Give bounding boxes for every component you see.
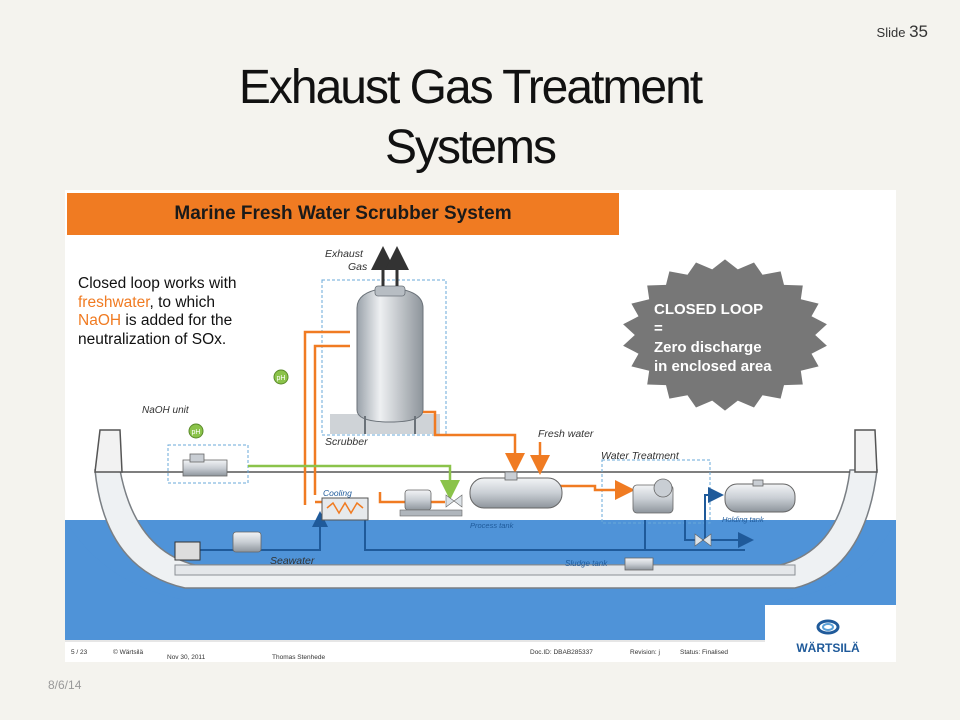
label-water-treatment: Water Treatment <box>601 450 680 462</box>
process-tank-nozzle <box>504 471 518 481</box>
footer-page: 5 / 23 <box>71 649 88 656</box>
badge-line1: CLOSED LOOP <box>654 301 764 318</box>
valve-icon <box>445 494 463 508</box>
footer-status: Status: Finalised <box>680 649 728 656</box>
slide-title-line1: Exhaust Gas Treatment <box>238 61 703 114</box>
label-seawater: Seawater <box>270 555 315 567</box>
stern-structure <box>94 429 123 473</box>
slide-title-line2: Systems <box>384 121 557 174</box>
orange-pipe-cooling-loop <box>378 492 410 504</box>
orange-pipe-scrubber-in <box>303 330 350 505</box>
water-treatment-dashed-box <box>601 459 711 524</box>
footer-copyright: © Wärtsilä <box>113 648 143 656</box>
label-process-tank: Process tank <box>470 521 515 530</box>
desc-naoh: NaOH <box>78 312 122 329</box>
desc-part1: Closed loop works with <box>78 275 237 292</box>
footer-revision: Revision: j <box>630 649 660 656</box>
slide-number-label: Slide <box>876 25 906 40</box>
desc-part4: neutralization of SOx. <box>78 330 227 348</box>
cooler-heat-exchanger <box>321 497 369 521</box>
ph-sensor-icon <box>273 369 289 385</box>
cooler-coil <box>326 501 364 515</box>
badge-line2: = <box>654 320 663 337</box>
logo-text: WÄRTSILÄ <box>796 640 860 655</box>
ph-sensor-label: pH <box>192 429 201 436</box>
slide-number-value: 35 <box>909 22 928 41</box>
footer-strip-bg <box>65 640 765 662</box>
water-treatment-motor <box>653 478 673 498</box>
orange-pipe-to-process-tank <box>423 410 525 473</box>
ph-sensor-icon <box>188 423 204 439</box>
closed-loop-badge <box>623 259 827 411</box>
desc-freshwater: freshwater <box>78 293 150 311</box>
wartsila-logo: WÄRTSILÄ <box>765 605 896 662</box>
valve-icon <box>694 533 712 547</box>
naoh-unit-dashed-box <box>167 444 249 484</box>
label-gas: Gas <box>348 261 368 273</box>
scrubber-top-flange <box>374 285 406 297</box>
badge-line3: Zero discharge <box>654 339 762 356</box>
scrubber-diagram: pH pH Exhaust Gas Scrubber NaOH unit Fre… <box>65 190 896 662</box>
naoh-unit-equipment <box>182 459 228 477</box>
slide-title: Exhaust Gas Treatment Systems <box>150 58 790 178</box>
sludge-tank <box>624 557 654 571</box>
label-fresh-water: Fresh water <box>538 428 594 440</box>
orange-pipe-to-treatment <box>560 480 635 500</box>
seawater-pump <box>232 531 262 553</box>
desc-part3: is added for the <box>125 312 233 329</box>
seawater-inlet-valve <box>174 541 201 561</box>
holding-tank <box>724 483 796 513</box>
scrubber-vessel <box>356 287 424 423</box>
green-pipe-naoh <box>248 464 460 500</box>
footer-author: Thomas Stenhede <box>272 654 326 661</box>
slide-date: 8/6/14 <box>48 678 82 692</box>
orange-pipe-scrubber-in2 <box>313 344 350 495</box>
diagram-banner-title: Marine Fresh Water Scrubber System <box>174 203 512 224</box>
footer-doc-id: Doc.ID: DBAB285337 <box>530 649 593 656</box>
footer-date: Nov 30, 2011 <box>167 654 206 661</box>
closed-loop-badge-text: CLOSED LOOP = Zero discharge in enclosed… <box>654 300 772 376</box>
diagram-description: Closed loop works with freshwater, to wh… <box>78 275 338 349</box>
naoh-unit-motor <box>189 453 205 463</box>
label-exhaust: Exhaust <box>325 248 364 260</box>
label-cooling: Cooling <box>323 488 352 498</box>
pump-skid <box>399 509 463 517</box>
hull-water-band <box>65 520 896 640</box>
label-sludge-tank: Sludge tank <box>565 559 608 568</box>
badge-line4: in enclosed area <box>654 358 772 375</box>
ph-sensor-label: pH <box>277 375 286 382</box>
process-pump <box>404 489 432 511</box>
process-tank <box>469 477 563 509</box>
label-holding-tank: Holding tank <box>722 515 765 524</box>
bow-structure <box>854 429 878 473</box>
label-naoh-unit: NaOH unit <box>142 405 190 416</box>
holding-tank-nozzle <box>752 479 764 487</box>
slide-number: Slide 35 <box>877 22 928 42</box>
desc-part2: , to which <box>149 293 215 311</box>
blue-pipe-seawater-in <box>185 511 328 551</box>
blue-pipe-seawater-out <box>364 515 745 551</box>
diagram-banner: Marine Fresh Water Scrubber System <box>67 193 619 235</box>
label-scrubber: Scrubber <box>325 436 368 448</box>
hull-floor <box>174 564 796 576</box>
